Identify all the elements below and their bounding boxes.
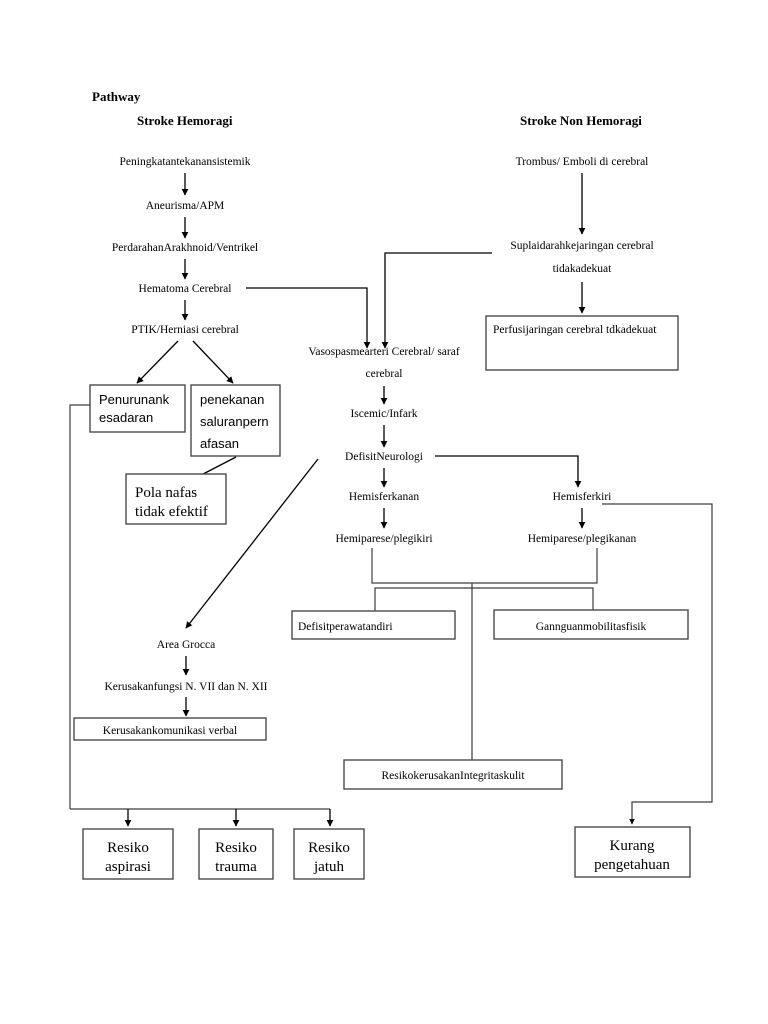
node-peningkatan: Peningkatantekanansistemik — [120, 156, 251, 168]
node-trombus: Trombus/ Emboli di cerebral — [516, 156, 649, 168]
node-resiko-trauma-line2: trauma — [215, 859, 257, 875]
node-aneurisma: Aneurisma/APM — [146, 200, 225, 212]
connector-defisit-hemisferkiri — [435, 455, 582, 488]
page-title: Pathway — [92, 89, 141, 104]
box-perfusi-jaringan — [485, 315, 679, 371]
node-gangguan-mobilitas: Gannguanmobilitasfisik — [536, 621, 647, 633]
node-pola-nafas-line1: Pola nafas — [135, 485, 197, 501]
box-kerusakan-komunikasi-verbal — [73, 717, 267, 741]
node-resiko-integritas: ResikokerusakanIntegritaskulit — [381, 770, 525, 782]
connector-penurunan-bottom-rail — [69, 404, 90, 809]
node-ptik: PTIK/Herniasi cerebral — [131, 324, 239, 336]
connector-hematoma-vasospasme — [246, 287, 371, 349]
node-defisit-neurologi: DefisitNeurologi — [345, 451, 423, 463]
box-penurunan-kesadaran — [89, 384, 186, 433]
node-suplai-line2: tidakadekuat — [553, 263, 613, 275]
node-kurang-line1: Kurang — [610, 838, 655, 854]
node-iscemic: Iscemic/Infark — [350, 408, 417, 420]
node-perdarahan: PerdarahanArakhnoid/Ventrikel — [112, 242, 258, 254]
node-kurang-line2: pengetahuan — [594, 857, 670, 873]
node-hemisfer-kiri: Hemisferkiri — [553, 491, 612, 503]
node-hematoma: Hematoma Cerebral — [139, 283, 232, 295]
node-penekanan-line1: penekanan — [200, 392, 264, 407]
box-pola-nafas — [125, 473, 227, 525]
box-resiko-integritas-kulit — [343, 759, 563, 790]
node-resiko-trauma-line1: Resiko — [215, 840, 257, 856]
box-resiko-trauma — [198, 828, 274, 880]
node-hemisfer-kanan: Hemisferkanan — [349, 491, 419, 503]
node-vasospasme-line2: cerebral — [365, 368, 402, 380]
node-vasospasme-line1: Vasospasmearteri Cerebral/ saraf — [308, 346, 460, 358]
node-penurunan-line1: Penurunank — [99, 392, 170, 407]
node-penurunan-line2: esadaran — [99, 410, 153, 425]
node-hemiparese-kanan: Hemiparese/plegikanan — [528, 533, 637, 545]
node-defisit-perawatan: Defisitperawatandiri — [298, 621, 393, 633]
node-resiko-jatuh-line2: jatuh — [313, 859, 344, 875]
arrow-ptik-penekanan — [192, 340, 234, 384]
box-resiko-jatuh — [293, 828, 365, 880]
node-hemiparese-kiri: Hemiparese/plegikiri — [335, 533, 432, 545]
node-perfusi: Perfusijaringan cerebral tdkadekuat — [493, 324, 657, 336]
node-kerusakan-komunikasi: Kerusakankomunikasi verbal — [103, 725, 237, 737]
node-resiko-aspirasi-line2: aspirasi — [105, 859, 151, 875]
node-area-grocca: Area Grocca — [157, 639, 215, 651]
arrow-defisit-area-grocca — [185, 458, 319, 629]
node-penekanan-line3: afasan — [200, 436, 239, 451]
node-resiko-jatuh-line1: Resiko — [308, 840, 350, 856]
box-gangguan-mobilitas-fisik — [493, 609, 689, 640]
box-penekanan-saluran — [190, 384, 281, 457]
connector-split-to-defisit-gangguan — [374, 587, 594, 611]
node-suplai-line1: Suplaidarahkejaringan cerebral — [510, 240, 653, 252]
connector-suplai-vasospasme — [381, 252, 492, 349]
box-defisit-perawatan-diri — [291, 610, 456, 640]
node-penekanan-line2: saluranpern — [200, 414, 269, 429]
box-kurang-pengetahuan — [574, 826, 691, 878]
arrow-ptik-penurunan — [136, 340, 179, 384]
node-resiko-aspirasi-line1: Resiko — [107, 840, 149, 856]
column-title-right: Stroke Non Hemoragi — [520, 113, 642, 128]
connector-hemisferkiri-kurang-pengetahuan — [602, 503, 713, 825]
node-kerusakan-fungsi: Kerusakanfungsi N. VII dan N. XII — [105, 681, 268, 693]
column-title-left: Stroke Hemoragi — [137, 113, 233, 128]
node-pola-nafas-line2: tidak efektif — [135, 504, 208, 520]
box-resiko-aspirasi — [82, 828, 174, 880]
connector-hemiparese-merge-bus — [371, 548, 598, 584]
